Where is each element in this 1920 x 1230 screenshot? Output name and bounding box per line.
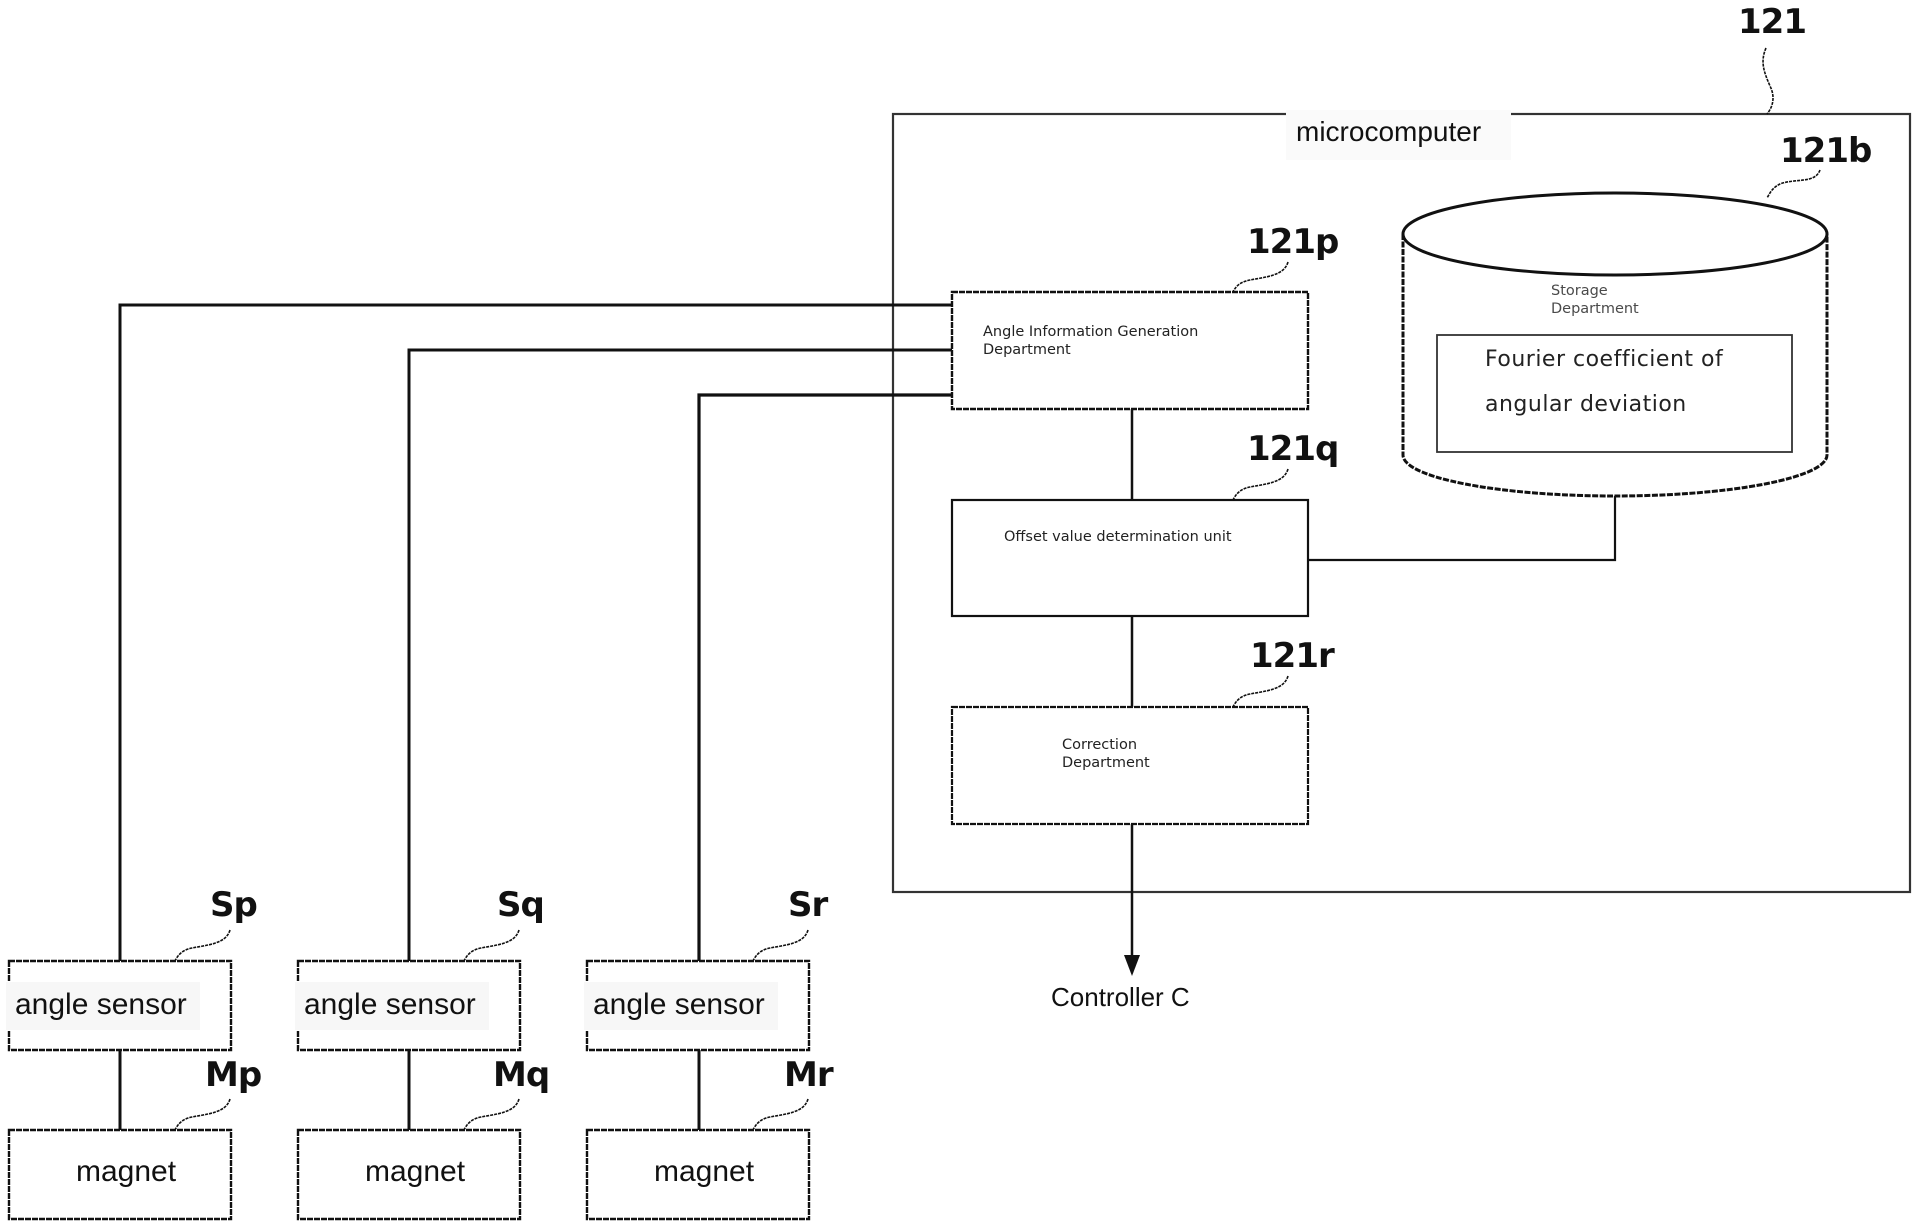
angle-info-label: Angle Information Generation Department — [983, 323, 1198, 359]
ref-sq: Sq — [497, 885, 545, 925]
correction-label: Correction Department — [1062, 736, 1150, 772]
signal-line-q — [407, 348, 952, 961]
fourier-line2: angular deviation — [1485, 392, 1687, 417]
ref-mp: Mp — [205, 1055, 262, 1095]
storage-label: Storage Department — [1551, 282, 1639, 318]
fourier-line1: Fourier coefficient of — [1485, 347, 1724, 372]
leader-mp — [174, 1098, 231, 1131]
storage-label-line1: Storage — [1551, 283, 1608, 299]
microcomputer-label: microcomputer — [1296, 116, 1482, 147]
correction-line2: Department — [1062, 755, 1150, 771]
ref-mq: Mq — [493, 1055, 550, 1095]
storage-cylinder — [1401, 191, 1829, 498]
angle-sensor-label-r: angle sensor — [593, 988, 765, 1021]
magnet-box-r — [585, 1128, 811, 1221]
title-patch — [1286, 110, 1511, 160]
offset-label: Offset value determination unit — [1004, 529, 1232, 545]
connector-offset-to-storage — [1308, 496, 1617, 562]
magnet-label-r: magnet — [654, 1155, 755, 1188]
leader-121p — [1232, 261, 1289, 293]
ref-mr: Mr — [784, 1055, 834, 1095]
magnet-box-q — [296, 1128, 522, 1221]
microcomputer-box — [891, 112, 1912, 894]
sensor-label-patch-p — [6, 982, 200, 1030]
leader-121 — [1762, 47, 1774, 115]
offset-box — [950, 498, 1310, 618]
leader-sp — [174, 929, 231, 962]
leader-121r — [1232, 675, 1289, 708]
angle-sensor-label-p: angle sensor — [15, 988, 187, 1021]
storage-label-line2: Department — [1551, 301, 1639, 317]
leader-121q — [1232, 468, 1289, 501]
ref-sp: Sp — [210, 885, 258, 925]
leader-sq — [463, 929, 520, 962]
leader-mr — [752, 1098, 809, 1131]
leader-mq — [463, 1098, 520, 1131]
controller-label: Controller C — [1051, 982, 1190, 1012]
correction-box — [950, 705, 1310, 826]
signal-line-r — [697, 393, 952, 961]
leader-sr — [752, 929, 809, 962]
ref-121: 121 — [1738, 2, 1807, 42]
sensor-label-patch-q — [295, 982, 489, 1030]
ref-121r: 121r — [1250, 636, 1335, 676]
ref-121q: 121q — [1247, 429, 1339, 469]
ref-121b: 121b — [1780, 131, 1872, 171]
magnet-label-p: magnet — [76, 1155, 177, 1188]
correction-line1: Correction — [1062, 737, 1138, 753]
angle-info-line2: Department — [983, 342, 1071, 358]
angle-sensor-label-q: angle sensor — [304, 988, 476, 1021]
fourier-coefficient-label: Fourier coefficient of angular deviation — [1485, 337, 1723, 427]
fourier-coefficient-box — [1436, 334, 1793, 453]
magnet-label-q: magnet — [365, 1155, 466, 1188]
ref-sr: Sr — [788, 885, 828, 925]
sensor-label-patch-r — [584, 982, 778, 1030]
angle-info-line1: Angle Information Generation — [983, 324, 1199, 340]
arrowhead-icon — [1124, 955, 1140, 976]
magnet-box-p — [7, 1128, 233, 1221]
ref-121p: 121p — [1247, 222, 1339, 262]
leader-121b — [1766, 169, 1821, 199]
signal-line-p — [118, 303, 952, 961]
